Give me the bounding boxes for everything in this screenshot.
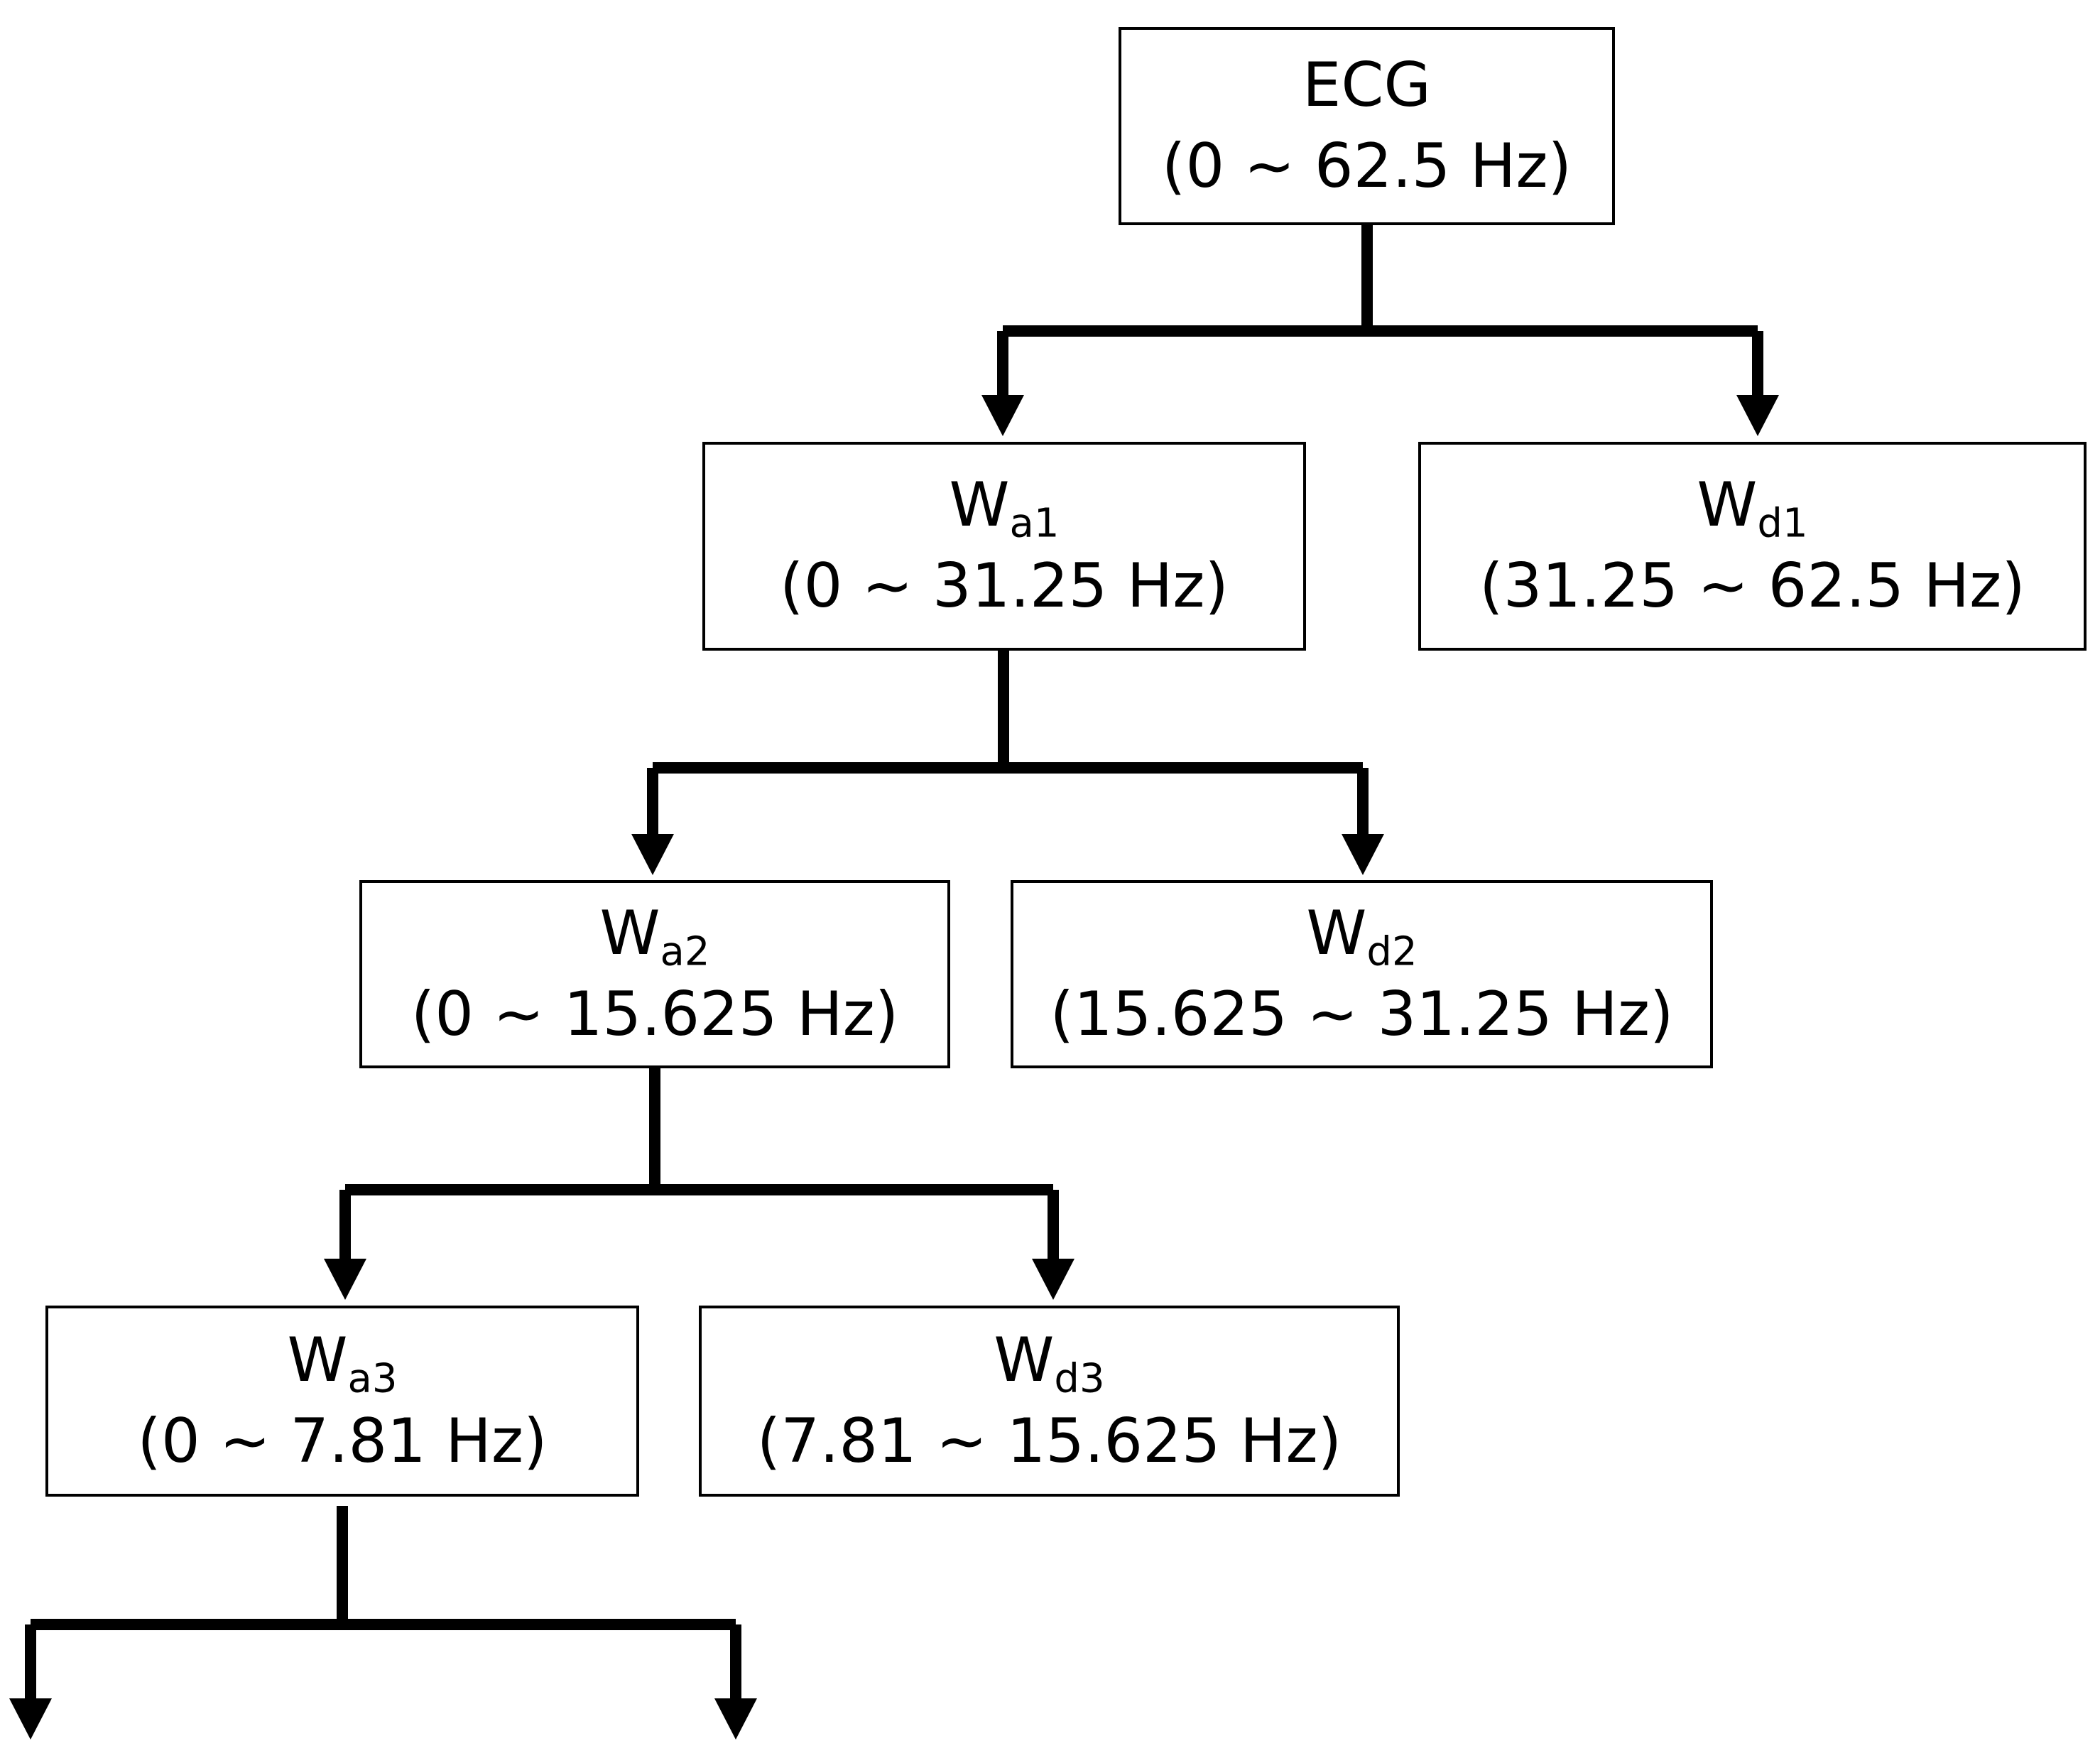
edge-a3-to-next-level — [25, 1506, 741, 1701]
node-detail-1: Wd1 (31.25 ~ 62.5 Hz) — [1418, 442, 2087, 651]
edge-a2-to-a3-and-d3 — [339, 1068, 1059, 1262]
node-d1-range: (31.25 ~ 62.5 Hz) — [1479, 550, 2025, 622]
node-detail-2: Wd2 (15.625 ~ 31.25 Hz) — [1011, 880, 1713, 1068]
node-d2-title: Wd2 — [1306, 894, 1417, 975]
node-d1-symbol: W — [1697, 470, 1758, 541]
node-ecg: ECG (0 ~ 62.5 Hz) — [1119, 27, 1615, 225]
node-d3-range: (7.81 ~ 15.625 Hz) — [756, 1405, 1342, 1477]
node-approximation-2: Wa2 (0 ~ 15.625 Hz) — [359, 880, 950, 1068]
node-ecg-range: (0 ~ 62.5 Hz) — [1161, 130, 1572, 202]
node-a1-symbol: W — [949, 470, 1010, 541]
node-a3-symbol: W — [287, 1324, 348, 1396]
node-a3-title: Wa3 — [288, 1320, 398, 1401]
arrowhead-to-d3 — [1032, 1259, 1075, 1300]
node-a3-range: (0 ~ 7.81 Hz) — [137, 1405, 548, 1477]
node-a3-subscript: a3 — [347, 1355, 398, 1402]
arrowhead-to-a4 — [9, 1698, 52, 1740]
arrowhead-to-d1 — [1736, 395, 1779, 436]
node-d2-symbol: W — [1306, 897, 1367, 969]
node-d2-subscript: d2 — [1366, 928, 1418, 975]
node-a1-subscript: a1 — [1009, 501, 1060, 548]
node-detail-3: Wd3 (7.81 ~ 15.625 Hz) — [699, 1306, 1400, 1497]
node-a2-subscript: a2 — [660, 928, 710, 975]
arrowhead-to-a1 — [981, 395, 1024, 436]
node-a2-title: Wa2 — [600, 894, 710, 975]
node-a2-symbol: W — [599, 897, 660, 969]
arrowhead-to-d2 — [1342, 834, 1384, 875]
node-d1-subscript: d1 — [1757, 501, 1808, 548]
node-approximation-1: Wa1 (0 ~ 31.25 Hz) — [702, 442, 1306, 651]
node-a1-range: (0 ~ 31.25 Hz) — [780, 550, 1229, 622]
arrowhead-to-a2 — [631, 834, 674, 875]
node-d1-title: Wd1 — [1697, 465, 1807, 546]
node-a1-title: Wa1 — [950, 465, 1060, 546]
node-approximation-3: Wa3 (0 ~ 7.81 Hz) — [45, 1306, 639, 1497]
node-d3-title: Wd3 — [994, 1320, 1104, 1401]
arrowhead-to-a3 — [324, 1259, 366, 1300]
node-ecg-title: ECG — [1302, 49, 1432, 121]
node-d2-range: (15.625 ~ 31.25 Hz) — [1050, 978, 1674, 1050]
node-d3-subscript: d3 — [1054, 1355, 1105, 1402]
node-d3-symbol: W — [994, 1324, 1055, 1396]
arrowhead-to-d4 — [714, 1698, 757, 1740]
edge-a1-to-a2-and-d2 — [647, 651, 1369, 837]
edge-ecg-to-a1-and-d1 — [997, 225, 1763, 398]
node-a2-range: (0 ~ 15.625 Hz) — [410, 978, 899, 1050]
